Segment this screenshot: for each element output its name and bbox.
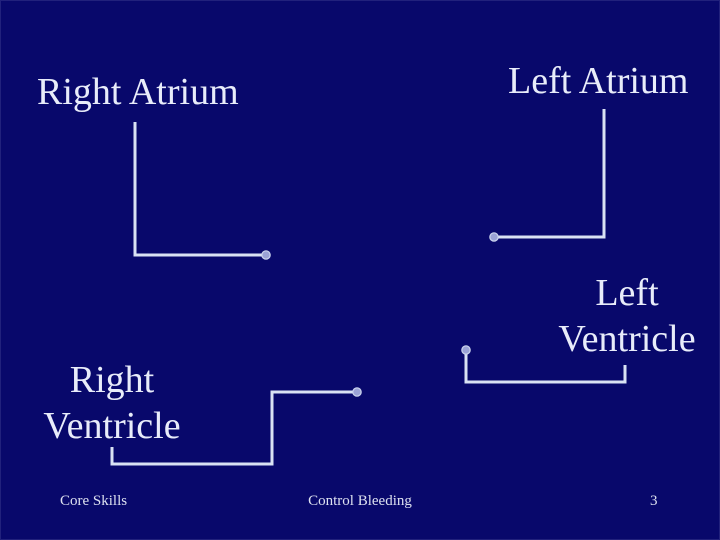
label-text-line2: Ventricle [43,405,181,447]
footer-page-number: 3 [650,493,658,509]
footer-course-title: Core Skills [60,493,128,509]
left-atrium-callout-dot [489,232,499,242]
label-left-ventricle: Left Ventricle [542,270,712,362]
right-ventricle-callout-dot [352,387,362,397]
label-text-line1: Right [69,359,155,401]
right-atrium-callout-dot [261,250,271,260]
label-right-ventricle: Right Ventricle [27,357,197,449]
right-ventricle-callout-line [110,390,354,466]
label-right-atrium: Right Atrium [37,70,239,114]
left-ventricle-callout-line [464,353,627,384]
label-text: Left Atrium [508,60,689,102]
label-text: Right Atrium [37,71,239,113]
label-left-atrium: Left Atrium [508,59,688,103]
label-text-line2: Ventricle [558,318,696,360]
right-atrium-callout-line [133,122,263,257]
left-ventricle-callout-dot [461,345,471,355]
footer-lesson-title: Control Bleeding [308,493,412,509]
left-atrium-callout-line [497,109,606,239]
label-text-line1: Left [595,272,659,314]
